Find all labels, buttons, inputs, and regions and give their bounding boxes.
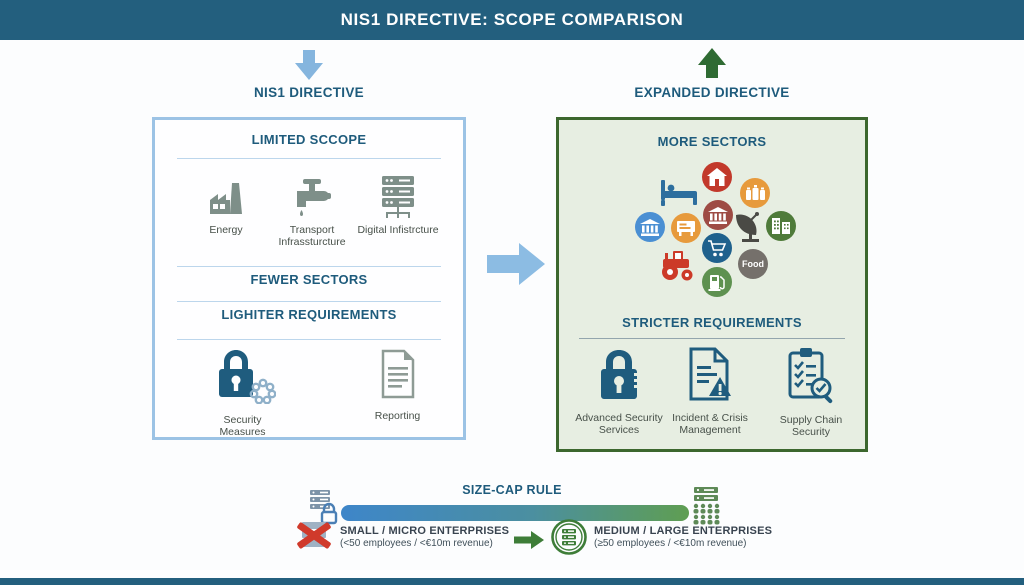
requirement-label: Reporting bbox=[374, 410, 421, 422]
bed-icon bbox=[660, 179, 698, 211]
divider bbox=[177, 158, 441, 159]
government-building-icon bbox=[703, 200, 733, 230]
requirement-label: Incident & Crisis Management bbox=[672, 412, 748, 437]
water-tap-icon bbox=[289, 170, 335, 220]
lighter-requirements-title: LIGHITER REQUIREMENTS bbox=[221, 307, 397, 322]
down-arrow-icon bbox=[295, 50, 323, 85]
enterprise-label: SMALL / MICRO ENTERPRISES bbox=[340, 525, 510, 537]
pharmacy-icon bbox=[740, 178, 770, 208]
sector-label: Energy bbox=[209, 224, 243, 236]
small-micro-enterprises-block: SMALL / MICRO ENTERPRISES (<50 employees… bbox=[340, 525, 520, 549]
food-badge: Food bbox=[738, 249, 768, 279]
medium-large-enterprises-block: MEDIUM / LARGE ENTERPRISES (≥50 employee… bbox=[594, 525, 784, 549]
size-cap-title: SIZE-CAP RULE bbox=[462, 483, 562, 497]
green-block-arrow-icon bbox=[514, 531, 544, 554]
expanded-scope-box: MORE SECTORS bbox=[556, 117, 868, 452]
page-title: NIS1 DIRECTIVE: SCOPE COMPARISON bbox=[340, 10, 684, 29]
circled-rack-icon bbox=[550, 518, 588, 561]
stricter-requirements-title: STRICTER REQUIREMENTS bbox=[622, 315, 802, 330]
sector-label: Digital Infistrcture bbox=[357, 224, 439, 236]
nis1-scope-box: LIMITED SCCOPE Energy Transport Infrasst… bbox=[152, 117, 466, 440]
enterprise-criteria: (≥50 employees / <€10m revenue) bbox=[594, 538, 747, 549]
header-bar: NIS1 DIRECTIVE: SCOPE COMPARISON bbox=[0, 0, 1024, 40]
divider bbox=[177, 266, 441, 267]
requirement-supply-chain: Supply Chain Security bbox=[755, 346, 867, 439]
requirement-reporting: Reporting bbox=[335, 348, 460, 422]
enterprise-label: MEDIUM / LARGE ENTERPRISES bbox=[594, 525, 773, 537]
requirement-incident-management: Incident & Crisis Management bbox=[639, 346, 781, 437]
sector-energy: Energy bbox=[183, 170, 269, 249]
incident-document-icon bbox=[684, 346, 736, 407]
food-label: Food bbox=[742, 259, 764, 269]
requirement-label: Advanced Security Services bbox=[575, 412, 663, 437]
bank-icon bbox=[635, 212, 665, 242]
red-x-rack-icon bbox=[296, 519, 332, 558]
footer-bar bbox=[0, 578, 1024, 585]
more-sectors-title: MORE SECTORS bbox=[657, 134, 767, 149]
divider bbox=[177, 339, 441, 340]
requirement-label: Security Measures bbox=[219, 414, 266, 439]
left-column-heading: NIS1 DIRECTIVE bbox=[254, 85, 364, 100]
divider bbox=[579, 338, 845, 339]
fewer-sectors-title: FEWER SECTORS bbox=[250, 272, 368, 287]
nis1-sectors-row: Energy Transport Infrassturcture Digital… bbox=[183, 170, 441, 249]
right-arrow-icon bbox=[487, 243, 545, 290]
rack-lock-icon bbox=[308, 488, 338, 530]
house-icon bbox=[702, 162, 732, 192]
up-arrow-icon bbox=[698, 48, 726, 83]
padlock-chain-icon bbox=[210, 346, 276, 409]
limited-scope-title: LIMITED SCCOPE bbox=[251, 132, 367, 147]
tractor-icon bbox=[659, 250, 697, 286]
sector-transport: Transport Infrassturcture bbox=[269, 170, 355, 249]
fuel-pump-icon bbox=[702, 267, 732, 297]
rack-people-icon bbox=[690, 486, 722, 531]
shopping-cart-icon bbox=[702, 233, 732, 263]
supply-chain-clipboard-icon bbox=[785, 346, 837, 409]
requirement-security-measures: Security Measures bbox=[180, 346, 305, 439]
sector-digital: Digital Infistrcture bbox=[355, 170, 441, 249]
size-cap-gradient-bar bbox=[341, 505, 689, 521]
padlock-icon bbox=[593, 346, 645, 407]
report-document-icon bbox=[378, 348, 418, 405]
factory-icon bbox=[205, 170, 247, 220]
requirement-label: Supply Chain Security bbox=[779, 414, 843, 439]
office-buildings-icon bbox=[766, 211, 796, 241]
server-rack-icon bbox=[378, 170, 418, 220]
enterprise-criteria: (<50 employees / <€10m revenue) bbox=[340, 538, 493, 549]
sector-label: Transport Infrassturcture bbox=[278, 224, 346, 249]
requirement-advanced-security: Advanced Security Services bbox=[561, 346, 677, 437]
market-stall-icon bbox=[671, 213, 701, 243]
divider bbox=[177, 301, 441, 302]
right-column-heading: EXPANDED DIRECTIVE bbox=[634, 85, 790, 100]
satellite-dish-icon bbox=[732, 209, 766, 248]
